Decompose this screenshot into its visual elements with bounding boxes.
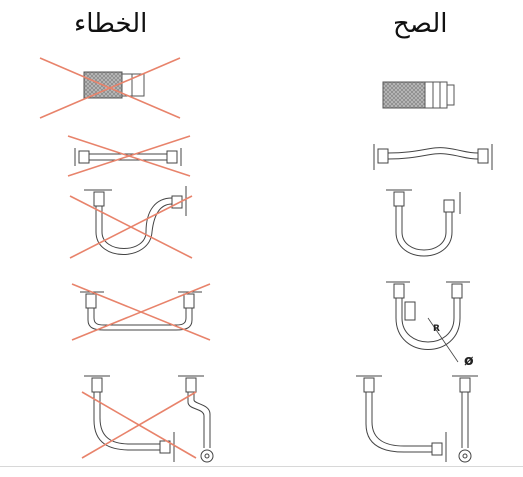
row1-wrong-cross-icon — [39, 57, 181, 119]
row4-wrong-cross-icon — [71, 283, 211, 341]
bottom-divider — [0, 466, 523, 467]
row1-right-hose — [382, 81, 455, 109]
diameter-label: ø — [464, 353, 474, 369]
row5-wrong-cross-icon — [81, 391, 197, 459]
row2-wrong-cross-icon — [67, 135, 191, 177]
row3-wrong-hose — [84, 186, 187, 255]
row1-wrong-hose — [83, 71, 145, 99]
row2-right-hose — [373, 144, 493, 170]
row2-wrong-hose — [74, 148, 182, 166]
heading-wrong: الخطاء — [74, 9, 148, 39]
row4-right-hose — [386, 281, 470, 363]
row3-right-hose — [386, 189, 461, 257]
row5-wrong-hose — [84, 375, 214, 463]
row3-wrong-cross-icon — [69, 195, 193, 259]
row5-right-hose — [356, 375, 478, 463]
row4-wrong-hose — [80, 291, 202, 331]
heading-right: الصح — [393, 9, 448, 39]
radius-label: R — [433, 324, 440, 334]
